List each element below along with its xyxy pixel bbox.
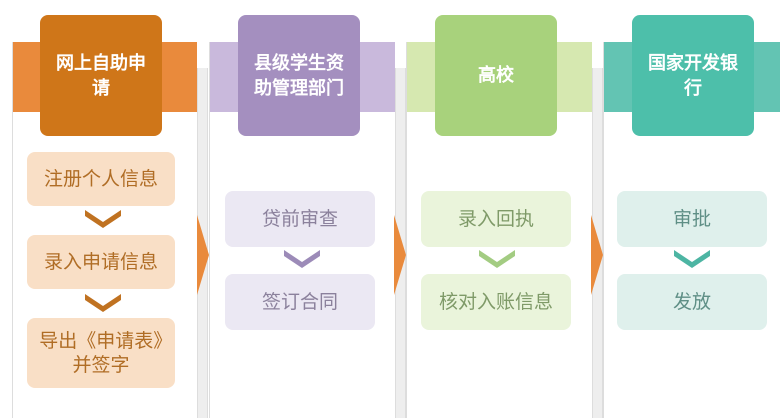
- lane-2: [209, 42, 395, 418]
- step-register: 注册个人信息: [27, 152, 175, 206]
- step-disburse: 发放: [617, 274, 767, 330]
- chevron-down-icon: [85, 294, 121, 312]
- lane-header-county-office: 县级学生资助管理部门: [238, 15, 360, 136]
- chevron-down-icon: [479, 250, 515, 268]
- arrow-right-icon: [591, 215, 603, 295]
- lane-header-university: 高校: [435, 15, 557, 136]
- step-enter-info: 录入申请信息: [27, 235, 175, 289]
- lane-3: [406, 42, 592, 418]
- step-sign-contract: 签订合同: [225, 274, 375, 330]
- lane-header-cdb: 国家开发银行: [632, 15, 754, 136]
- step-approve: 审批: [617, 191, 767, 247]
- arrow-right-icon: [197, 215, 209, 295]
- chevron-down-icon: [674, 250, 710, 268]
- chevron-down-icon: [284, 250, 320, 268]
- lane-header-online-application: 网上自助申请: [40, 15, 162, 136]
- lane-4: [603, 42, 780, 418]
- arrow-right-icon: [394, 215, 406, 295]
- step-export-form: 导出《申请表》并签字: [27, 318, 175, 388]
- chevron-down-icon: [85, 210, 121, 228]
- step-enter-receipt: 录入回执: [421, 191, 571, 247]
- step-verify-account: 核对入账信息: [421, 274, 571, 330]
- lane-1: [12, 42, 197, 418]
- step-pre-loan-review: 贷前审查: [225, 191, 375, 247]
